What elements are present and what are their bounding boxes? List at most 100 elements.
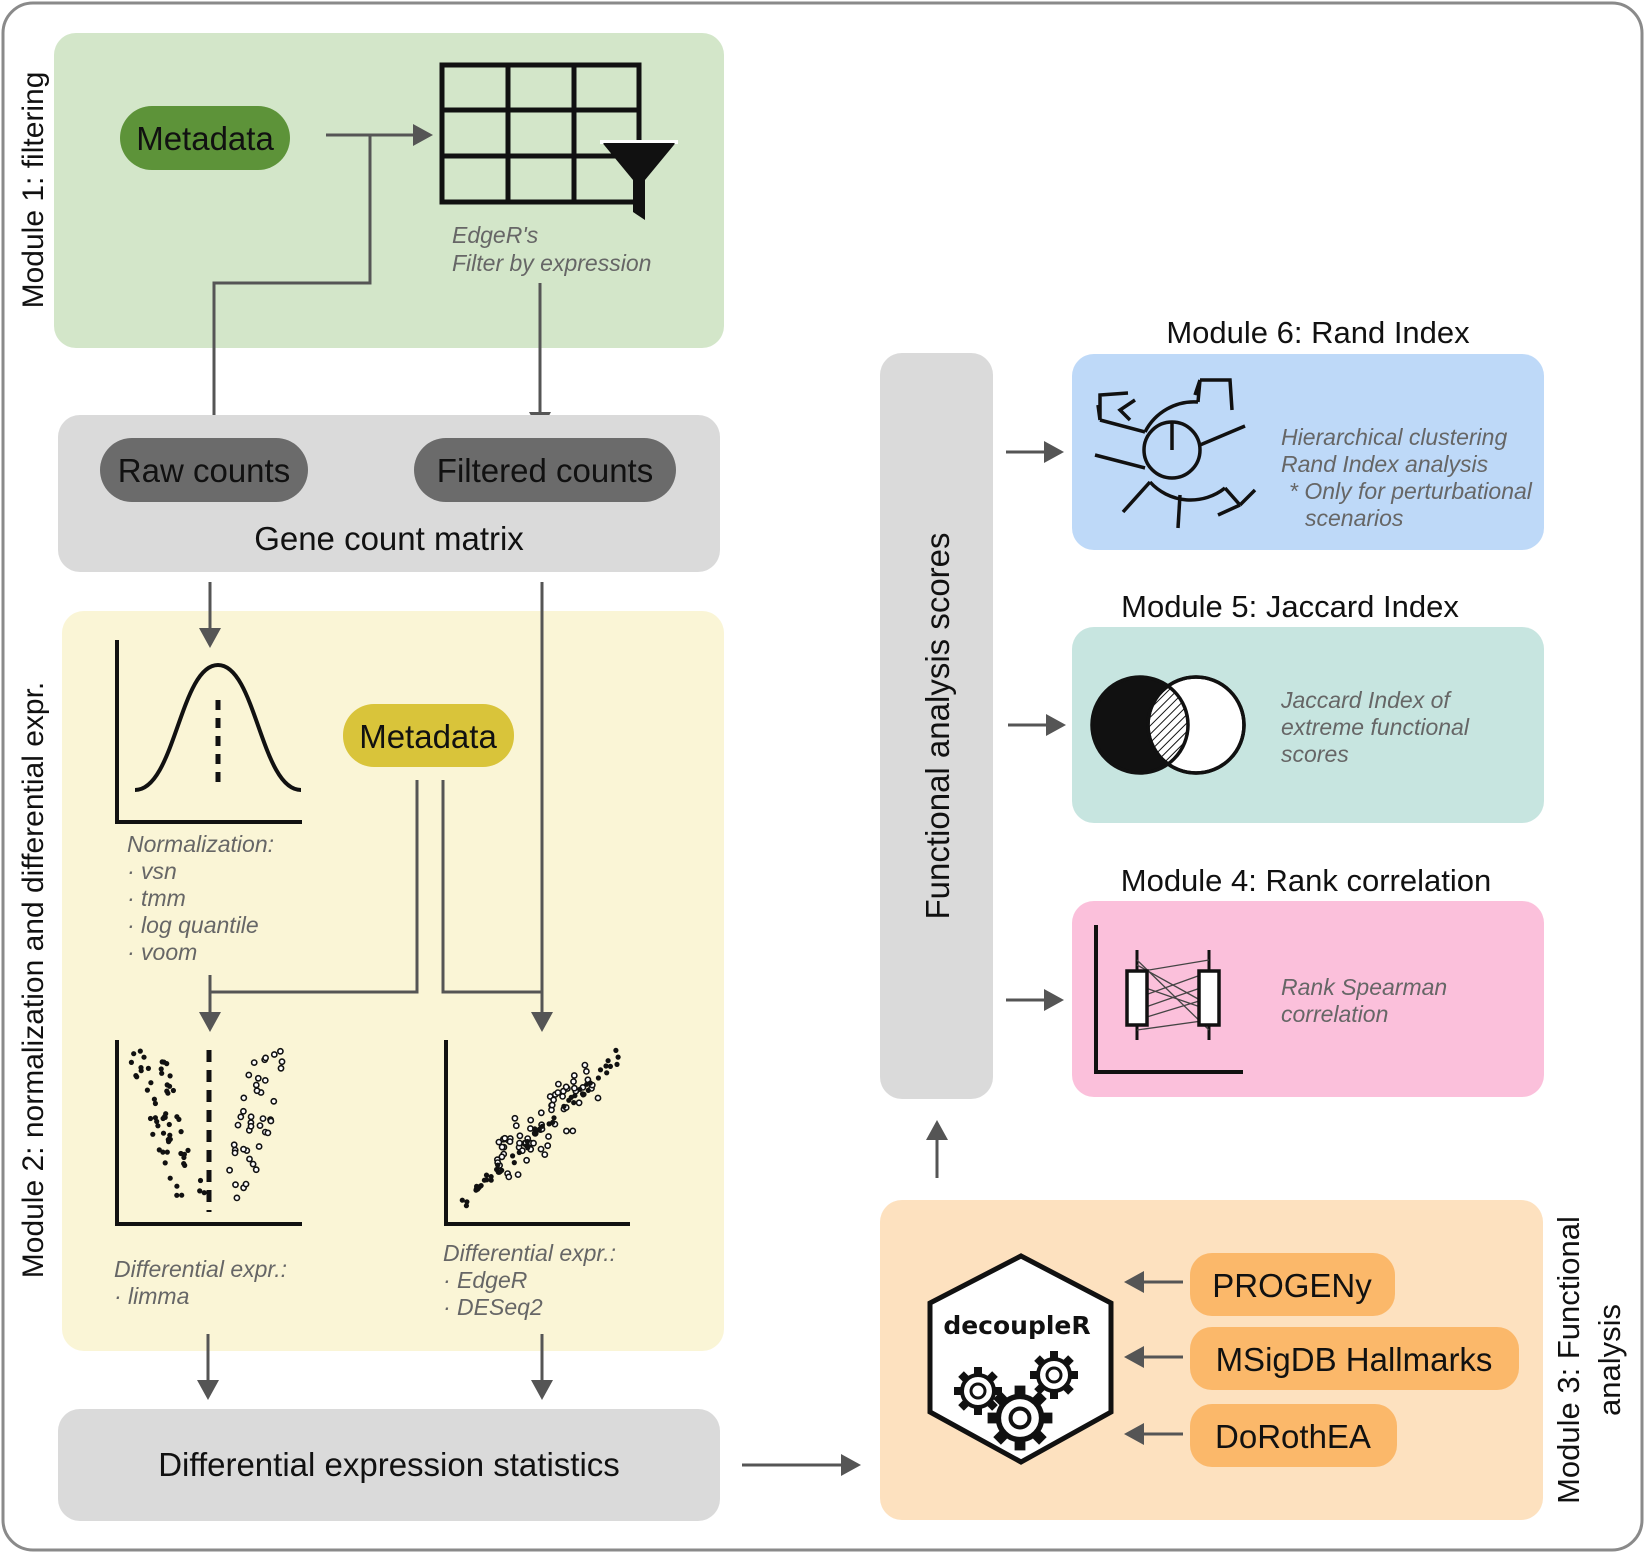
plot-point: [587, 1080, 593, 1086]
normalization-method: · tmm: [127, 885, 186, 911]
plot-point: [154, 1118, 160, 1125]
plot-point: [141, 1054, 147, 1060]
plot-point: [550, 1096, 557, 1104]
decoupler-logo-text: decoupleR: [943, 1311, 1090, 1340]
plot-point: [270, 1097, 278, 1105]
metadata-pill-yellow: [343, 704, 514, 767]
rank-correlation-icon: [1094, 925, 1243, 1074]
plot-point: [255, 1143, 263, 1150]
de-left-method: · limma: [114, 1283, 189, 1309]
plot-point: [240, 1094, 248, 1102]
plot-point: [160, 1130, 167, 1136]
plot-point: [162, 1160, 168, 1166]
plot-point: [554, 1089, 562, 1096]
plot-point: [581, 1091, 587, 1097]
plot-point: [544, 1142, 552, 1150]
plot-point: [539, 1123, 545, 1129]
plot-point: [226, 1166, 233, 1174]
plot-point: [495, 1138, 503, 1146]
plot-point: [147, 1115, 154, 1122]
normalization-heading: Normalization:: [127, 831, 274, 857]
plot-point: [164, 1082, 170, 1088]
plot-point: [483, 1172, 490, 1178]
plot-point: [230, 1141, 238, 1149]
module4-desc: Rank Spearman: [1281, 974, 1447, 1000]
module6-title: Module 6: Rand Index: [1166, 315, 1470, 350]
plot-point: [178, 1129, 184, 1135]
de-right-method: · EdgeR: [443, 1267, 527, 1293]
plot-point: [145, 1065, 151, 1071]
plot-point: [571, 1084, 578, 1092]
plot-point: [151, 1096, 157, 1102]
plot-point: [563, 1127, 570, 1135]
plot-point: [174, 1192, 180, 1198]
plot-point: [514, 1171, 522, 1178]
dendrogram-icon: [1094, 378, 1257, 529]
plot-point: [150, 1131, 156, 1137]
de-right-method: · DESeq2: [443, 1294, 543, 1320]
plot-point: [512, 1122, 520, 1130]
plot-point: [256, 1122, 264, 1129]
plot-point: [607, 1063, 614, 1069]
plot-point: [247, 1122, 255, 1130]
plot-point: [537, 1109, 545, 1117]
resource-label: MSigDB Hallmarks: [1216, 1341, 1493, 1378]
plot-point: [613, 1047, 619, 1053]
plot-point: [530, 1139, 537, 1147]
filtered-counts-label: Filtered counts: [437, 452, 653, 489]
plot-point: [148, 1080, 154, 1086]
plot-point: [488, 1174, 494, 1180]
plot-point: [167, 1136, 173, 1142]
de-right-heading: Differential expr.:: [443, 1240, 616, 1266]
plot-point: [249, 1160, 257, 1168]
plot-point: [533, 1130, 539, 1136]
module5-title: Module 5: Jaccard Index: [1121, 589, 1459, 624]
plot-point: [605, 1058, 611, 1064]
plot-point: [181, 1161, 187, 1167]
module2-panel: [62, 611, 724, 1351]
plot-point: [583, 1068, 590, 1075]
funnel-icon: [600, 140, 678, 220]
arrow-metadata-to-deseq: [441, 780, 542, 994]
module5-desc: scores: [1281, 741, 1349, 767]
plot-point: [527, 1116, 535, 1124]
plot-point: [133, 1073, 139, 1079]
normalization-method: · log quantile: [127, 912, 259, 938]
matrix-grid-icon: [439, 62, 642, 205]
plot-point: [498, 1153, 506, 1161]
plot-point: [181, 1154, 187, 1161]
module4-panel: [1072, 901, 1544, 1097]
plot-point: [164, 1088, 170, 1094]
normalization-method: · vsn: [127, 858, 177, 884]
plot-point: [569, 1127, 577, 1135]
resource-label: DoRothEA: [1215, 1418, 1371, 1455]
plot-point: [232, 1181, 239, 1189]
arrow-raw-to-matrix: [212, 135, 372, 432]
plot-point: [167, 1073, 173, 1079]
plot-point: [174, 1183, 180, 1189]
plot-point: [159, 1070, 165, 1076]
plot-point: [497, 1169, 503, 1175]
plot-point: [261, 1077, 269, 1084]
plot-point: [568, 1094, 574, 1100]
plot-point: [595, 1075, 602, 1081]
plot-point: [262, 1054, 269, 1062]
resource-label: PROGENy: [1212, 1267, 1372, 1304]
plot-point: [511, 1160, 517, 1166]
plot-point: [252, 1081, 260, 1089]
gene-count-title: Gene count matrix: [254, 520, 524, 557]
plot-point: [158, 1066, 164, 1072]
resource-msigdb: [1190, 1327, 1519, 1390]
plot-point: [532, 1126, 538, 1132]
plot-point: [264, 1129, 272, 1137]
module4-title: Module 4: Rank correlation: [1121, 863, 1491, 898]
module6-note: scenarios: [1305, 505, 1404, 531]
plot-point: [277, 1064, 285, 1072]
plot-point: [237, 1113, 245, 1121]
plot-point: [152, 1100, 158, 1107]
plot-point: [484, 1177, 490, 1183]
plot-point: [561, 1103, 567, 1109]
plot-point: [239, 1107, 247, 1115]
plot-point: [259, 1115, 267, 1122]
metadata-pill-green: [120, 106, 290, 170]
